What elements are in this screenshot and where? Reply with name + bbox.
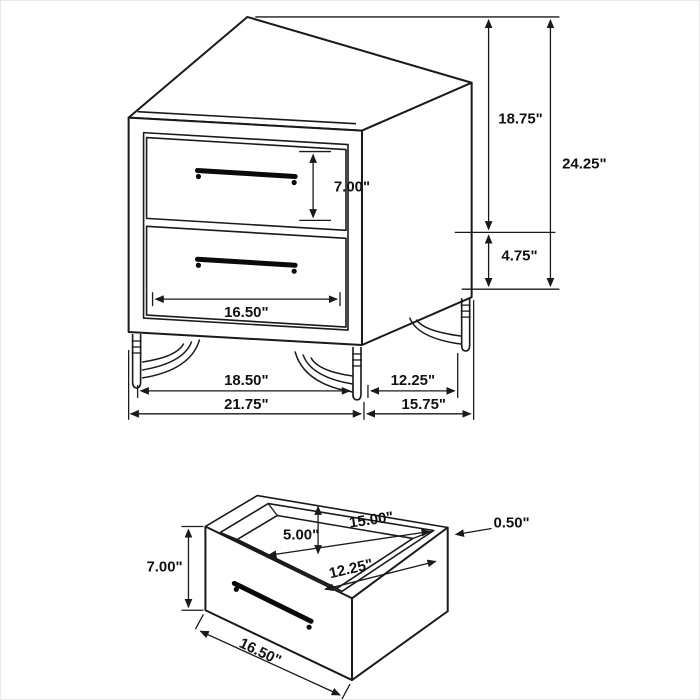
dim-label-overall-depth: 15.75" <box>402 396 446 413</box>
dim-drawer-front-width: 16.50" <box>151 292 341 321</box>
dim-label-case-height: 18.75" <box>498 111 542 128</box>
drawer-handle-top <box>194 168 298 186</box>
interior-wall-edge <box>267 503 278 516</box>
dim-overall-depth: 15.75" <box>365 300 475 420</box>
dim-label-depth-leg-span: 12.25" <box>391 372 435 389</box>
dim-label-drawer-front-height: 7.00" <box>146 558 182 575</box>
dim-overall-width: 21.75" <box>127 350 365 420</box>
front-left-leg <box>131 334 201 389</box>
dim-label-drawer-front-width: 16.50" <box>224 304 268 321</box>
dim-label-drawer-height: 7.00" <box>334 178 370 195</box>
dim-overall-height: 24.25" <box>546 18 607 288</box>
dim-front-leg-span: 18.50" <box>136 372 354 398</box>
dim-panel-thickness: 0.50" <box>454 514 530 537</box>
dim-case-height: 18.75" <box>255 16 560 233</box>
dim-drawer-interior-height: 5.00" <box>283 505 322 555</box>
drawer-front-bottom <box>145 225 347 328</box>
drawer-front-top <box>145 136 347 232</box>
drawer-handle-bottom <box>194 256 298 274</box>
dim-leg-height: 4.75" <box>461 234 560 290</box>
nightstand-body <box>127 15 473 347</box>
nightstand-legs <box>131 298 471 401</box>
dim-label-drawer-interior-height: 5.00" <box>283 526 319 543</box>
leg-accent-loops <box>409 317 462 345</box>
dim-label-overall-width: 21.75" <box>224 396 268 413</box>
drawer-right-side-panel <box>350 526 449 682</box>
nightstand-dimensions: 7.00" 18.75" 4.75" 24.25" 1 <box>127 16 607 420</box>
dim-drawer-front-height: 7.00" <box>146 525 204 611</box>
front-right-leg <box>294 347 362 401</box>
back-right-leg <box>409 298 471 352</box>
front-frame-opening <box>142 131 349 331</box>
top-bevel-line <box>137 110 357 125</box>
dim-label-overall-height: 24.25" <box>562 156 606 173</box>
leg-accent-loops <box>141 339 201 379</box>
nightstand-view: 7.00" 18.75" 4.75" 24.25" 1 <box>127 15 607 420</box>
dim-label-front-leg-span: 18.50" <box>224 372 268 389</box>
drawer-handle <box>231 580 314 630</box>
drawer-dimensions: 7.00" 16.50" 5.00" 15.00" 12.25" <box>146 505 530 699</box>
dim-label-drawer-interior-width: 15.00" <box>348 509 394 532</box>
drawer-left-rim-edge <box>205 494 448 529</box>
dim-label-leg-height: 4.75" <box>501 247 537 264</box>
dim-drawer-interior-width: 15.00" <box>267 509 431 559</box>
dim-drawer-height: 7.00" <box>299 150 370 222</box>
dim-depth-leg-span: 12.25" <box>367 352 459 398</box>
drawer-view: 7.00" 16.50" 5.00" 15.00" 12.25" <box>146 494 530 699</box>
dim-label-panel-thickness: 0.50" <box>493 514 529 531</box>
interior-wall-edge <box>220 531 238 541</box>
front-face <box>127 116 363 347</box>
